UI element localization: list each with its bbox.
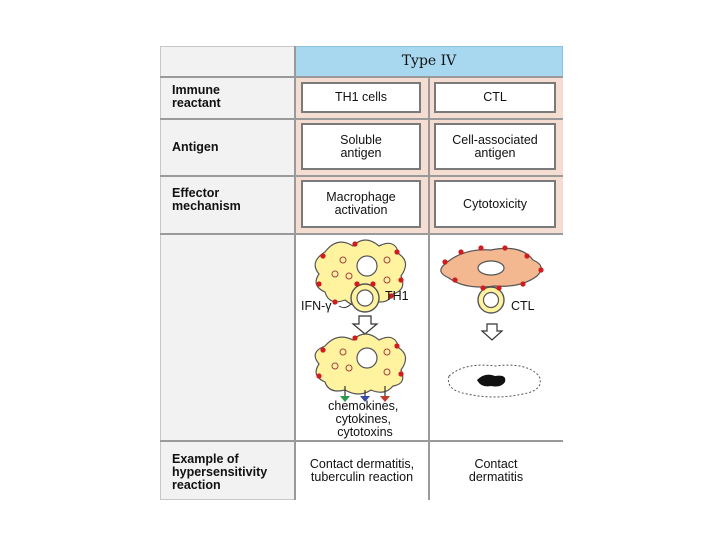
type-iv-header: Type IV (295, 46, 563, 77)
ctl-nucleus (482, 291, 500, 309)
antigen-dot (442, 259, 448, 265)
ifn-gamma-label: IFN-γ (301, 299, 332, 313)
antigen-dot (394, 249, 400, 255)
granule (331, 362, 339, 370)
antigen-dot (352, 335, 358, 341)
antigen-dot (502, 245, 508, 251)
granule (331, 270, 339, 278)
ctl-label: CTL (511, 299, 535, 313)
antigen-dot (394, 343, 400, 349)
antigen-dot (332, 299, 338, 305)
antigen-dot (452, 277, 458, 283)
cell-macrophage-activation: Macrophage activation (301, 180, 421, 228)
row-divider (160, 76, 563, 78)
th1-nucleus (356, 289, 374, 307)
antigen-dot (388, 293, 394, 299)
macrophage-nucleus (356, 347, 378, 369)
row-divider (160, 118, 563, 120)
cell-contact-dermatitis: Contact dermatitis (468, 457, 524, 484)
antigen-dot (480, 285, 486, 291)
cell-cytotoxicity: Cytotoxicity (434, 180, 556, 228)
effector-illustration: TH1 IFN-γ chemokines, cytokines, cytotox… (301, 239, 544, 439)
antigen-dot (524, 253, 530, 259)
row-label-immune-reactant: Immune reactant (172, 83, 221, 110)
cell-soluble-antigen: Soluble antigen (301, 123, 421, 170)
granule (383, 368, 391, 376)
granule (383, 256, 391, 264)
target-nucleus (477, 260, 505, 276)
cell-cell-associated-antigen: Cell-associated antigen (434, 123, 556, 170)
row-divider (160, 175, 563, 177)
cytokine-arrow-icon (360, 396, 370, 402)
antigen-dot (496, 285, 502, 291)
cytotoxin-arrow-icon (380, 396, 390, 402)
products-line: chemokines, (328, 399, 398, 413)
cell-ctl: CTL (434, 82, 556, 113)
antigen-dot (370, 281, 376, 287)
granule (339, 256, 347, 264)
granule (383, 348, 391, 356)
ifn-pointer (338, 303, 352, 309)
down-arrow-icon (351, 315, 379, 335)
th1-label: TH1 (385, 289, 409, 303)
row-label-example: Example of hypersensitivity reaction (172, 452, 268, 492)
row-divider (160, 440, 563, 442)
antigen-dot (398, 371, 404, 377)
column-divider (428, 77, 430, 500)
cell-th1-cells: TH1 cells (301, 82, 421, 113)
granule (345, 364, 353, 372)
antigen-dot (398, 277, 404, 283)
cell-contact-dermatitis-tuberculin: Contact dermatitis, tuberculin reaction (309, 457, 415, 484)
granule (383, 276, 391, 284)
products-label: chemokines, cytokines, cytotoxins (328, 399, 402, 439)
column-divider (294, 46, 296, 500)
row-label-antigen: Antigen (172, 140, 219, 154)
chemokine-arrow-icon (340, 396, 350, 402)
granule (339, 348, 347, 356)
antigen-dot (478, 245, 484, 251)
macrophage-nucleus (356, 255, 378, 277)
down-arrow-icon (480, 323, 504, 341)
products-line: cytokines, (335, 412, 391, 426)
antigen-dot (354, 281, 360, 287)
row-divider (160, 233, 563, 235)
antigen-dot (320, 347, 326, 353)
antigen-dot (316, 373, 322, 379)
antigen-dot (352, 241, 358, 247)
antigen-dot (458, 249, 464, 255)
products-line: cytotoxins (337, 425, 393, 439)
antigen-dot (520, 281, 526, 287)
granule (345, 272, 353, 280)
antigen-dot (320, 253, 326, 259)
antigen-dot (538, 267, 544, 273)
antigen-dot (316, 281, 322, 287)
fragmented-nucleus (477, 374, 506, 387)
row-label-effector-mechanism: Effector mechanism (172, 186, 241, 213)
